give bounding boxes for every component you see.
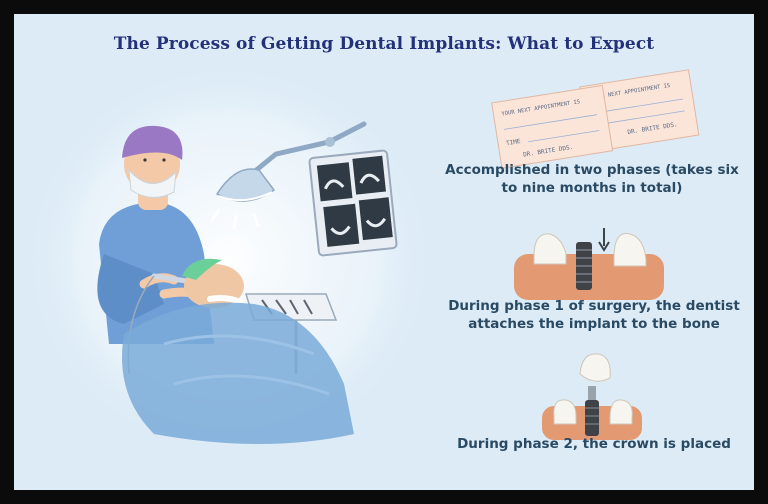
phase1-implant-diagram bbox=[514, 228, 664, 300]
phase2-crown-diagram bbox=[542, 353, 642, 440]
arrow-down-icon bbox=[598, 241, 610, 252]
page-title: The Process of Getting Dental Implants: … bbox=[113, 34, 655, 54]
patient-figure bbox=[182, 258, 244, 308]
appointment-card-front: YOUR NEXT APPOINTMENT IS TIME DR. BRITE … bbox=[491, 84, 614, 169]
patient-blanket bbox=[122, 302, 354, 444]
caption-two-phases: Accomplished in two phases (takes six to… bbox=[445, 162, 739, 196]
xray-monitor bbox=[308, 149, 398, 257]
card-front-time-label: TIME bbox=[506, 138, 522, 147]
caption-phase1: During phase 1 of surgery, the dentist a… bbox=[448, 298, 740, 332]
dental-lamp bbox=[210, 121, 367, 230]
dentist-scene-illustration: YOUR NEXT APPOINTMENT IS DR. BRITE DDS. … bbox=[19, 59, 700, 459]
caption-phase2: During phase 2, the crown is placed bbox=[457, 436, 731, 452]
crown-icon bbox=[579, 353, 611, 382]
